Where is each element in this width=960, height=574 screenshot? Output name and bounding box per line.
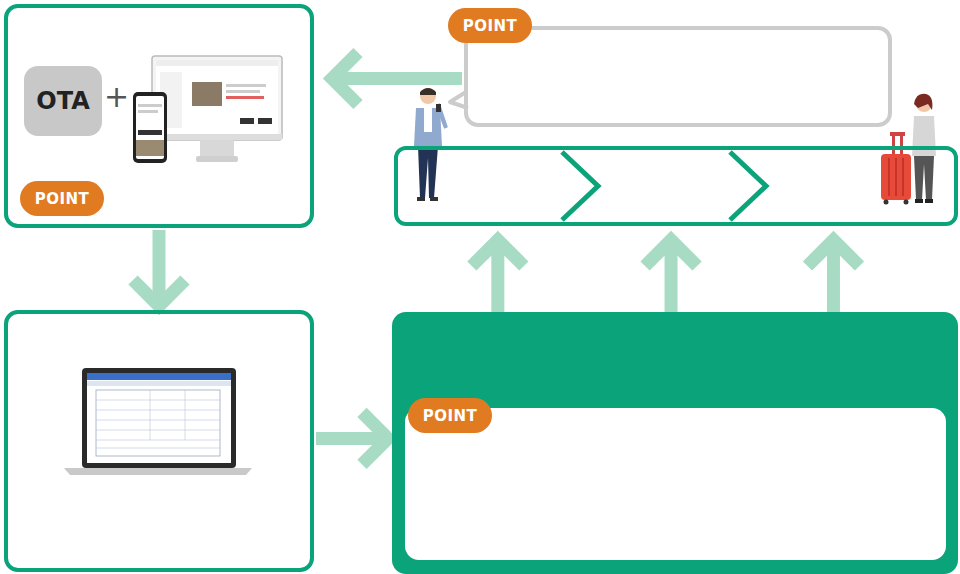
man-figure: [414, 88, 446, 201]
badge-label: POINT: [463, 17, 518, 35]
badge-label: POINT: [423, 407, 478, 425]
arrow-head: [362, 412, 388, 464]
system-box: [4, 310, 314, 572]
monitor-illustration: [152, 56, 282, 162]
arrow-head: [133, 280, 185, 306]
speech-bubble: POINT: [464, 26, 892, 127]
flow-arrow: [472, 240, 524, 312]
arrow-shaft: [316, 432, 382, 445]
arrow-head: [645, 240, 697, 266]
service-box: + OTA POINT: [4, 4, 314, 228]
arrow-head: [807, 240, 859, 266]
flow-arrow: [807, 240, 859, 312]
arrow-head: [332, 53, 358, 105]
ota-box: OTA: [24, 66, 102, 136]
flow-arrow: [133, 230, 185, 306]
point-badge: POINT: [448, 8, 532, 43]
flow-chevron: [730, 152, 766, 220]
flow-arrow: [316, 412, 388, 464]
arrow-shaft: [491, 246, 504, 312]
flow-arrow: [332, 53, 462, 105]
phone-illustration: [133, 92, 167, 163]
arrow-shaft: [153, 230, 166, 300]
arrow-shaft: [827, 246, 840, 312]
flow-arrow: [645, 240, 697, 312]
suitcase-figure: [881, 132, 911, 205]
point-badge: POINT: [408, 398, 492, 433]
inner-panel: [405, 408, 946, 560]
badge-label: POINT: [35, 190, 90, 208]
core-panel: POINT: [392, 312, 958, 574]
node-label: +: [104, 82, 129, 112]
flow-band: [394, 146, 958, 226]
laptop-illustration: [64, 368, 252, 475]
arrow-head: [472, 240, 524, 266]
arrow-shaft: [338, 72, 462, 85]
point-badge: POINT: [20, 181, 104, 216]
arrow-shaft: [665, 246, 678, 312]
flow-chevron: [562, 152, 598, 220]
node-label: OTA: [36, 89, 89, 113]
